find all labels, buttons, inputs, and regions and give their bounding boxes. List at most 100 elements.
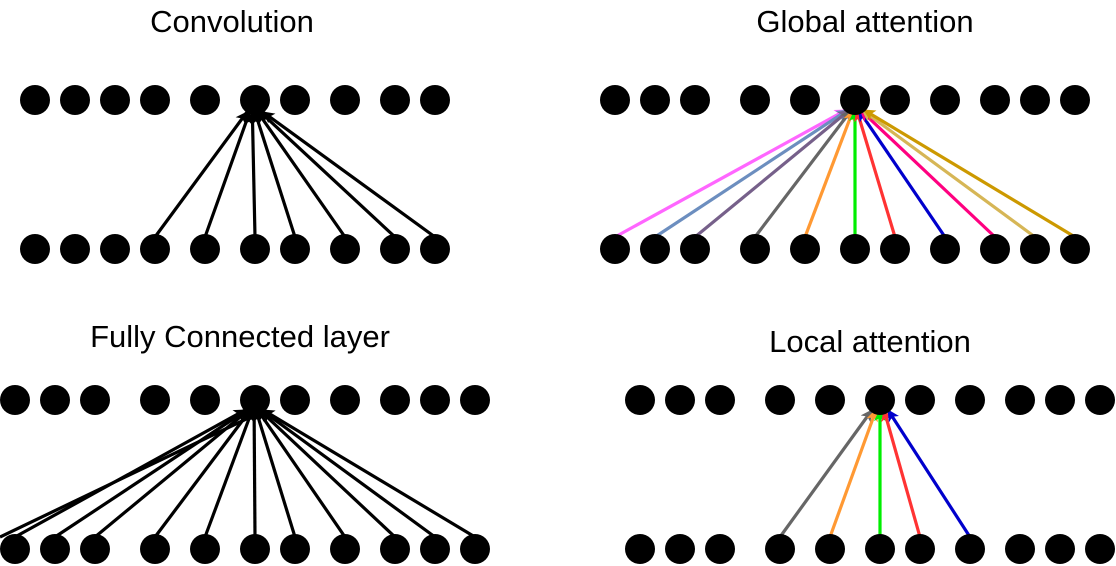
top-row-node bbox=[380, 385, 410, 415]
panel-fully-connected: Fully Connected layer bbox=[0, 319, 490, 564]
bottom-row-node bbox=[705, 534, 735, 564]
connection-arrow bbox=[248, 409, 261, 538]
top-row-node bbox=[790, 85, 820, 115]
top-row-node bbox=[80, 385, 110, 415]
connection-arrow bbox=[253, 409, 297, 538]
top-row-node bbox=[865, 385, 895, 415]
bottom-row-node bbox=[460, 534, 490, 564]
top-row-node bbox=[1085, 385, 1115, 415]
top-row-node bbox=[330, 85, 360, 115]
top-row-node bbox=[190, 85, 220, 115]
top-row-node bbox=[625, 385, 655, 415]
connection-arrow bbox=[259, 110, 397, 239]
top-row-node bbox=[980, 85, 1010, 115]
bottom-row-node bbox=[140, 234, 170, 264]
edge-group bbox=[614, 108, 1076, 239]
connection-arrow bbox=[886, 409, 972, 538]
connection-arrow bbox=[854, 109, 897, 238]
node-group bbox=[625, 385, 1115, 564]
top-row-node bbox=[705, 385, 735, 415]
panel-title-local-attention: Local attention bbox=[769, 324, 971, 359]
bottom-row-node bbox=[955, 534, 985, 564]
top-row-node bbox=[240, 85, 270, 115]
top-row-node bbox=[240, 385, 270, 415]
top-row-node bbox=[420, 385, 450, 415]
connection-arrow bbox=[693, 108, 851, 239]
top-row-node bbox=[930, 85, 960, 115]
top-row-node bbox=[140, 85, 170, 115]
bottom-row-node bbox=[1020, 234, 1050, 264]
connection-arrow bbox=[753, 109, 853, 238]
bottom-row-node bbox=[190, 534, 220, 564]
top-row-node bbox=[765, 385, 795, 415]
top-row-node bbox=[1020, 85, 1050, 115]
connection-arrow bbox=[252, 111, 297, 238]
edge-group bbox=[153, 110, 436, 239]
edge-group bbox=[0, 408, 476, 539]
connection-arrow bbox=[153, 409, 252, 538]
connection-arrow bbox=[256, 111, 347, 238]
top-row-node bbox=[40, 385, 70, 415]
bottom-row-node bbox=[600, 234, 630, 264]
top-row-node bbox=[600, 85, 630, 115]
panel-title-fully-connected: Fully Connected layer bbox=[90, 319, 390, 354]
bottom-row-node bbox=[665, 534, 695, 564]
top-row-node bbox=[140, 385, 170, 415]
bottom-row-node bbox=[80, 534, 110, 564]
bottom-row-node bbox=[1085, 534, 1115, 564]
panel-global-attention: Global attention bbox=[600, 4, 1090, 264]
panel-local-attention: Local attention bbox=[625, 324, 1115, 564]
node-group bbox=[600, 85, 1090, 264]
node-group bbox=[20, 85, 450, 264]
top-row-node bbox=[280, 85, 310, 115]
connection-arrow bbox=[857, 109, 947, 238]
connection-arrow bbox=[262, 110, 436, 239]
panel-convolution: Convolution bbox=[20, 4, 450, 264]
connection-arrow bbox=[54, 408, 248, 539]
top-row-node bbox=[420, 85, 450, 115]
bottom-row-node bbox=[40, 534, 70, 564]
connection-arrow bbox=[654, 108, 849, 239]
bottom-row-node bbox=[790, 234, 820, 264]
top-row-node bbox=[905, 385, 935, 415]
top-row-node bbox=[640, 85, 670, 115]
bottom-row-node bbox=[980, 234, 1010, 264]
connection-arrow bbox=[614, 108, 847, 239]
bottom-row-node bbox=[100, 234, 130, 264]
bottom-row-node bbox=[740, 234, 770, 264]
top-row-node bbox=[100, 85, 130, 115]
bottom-row-node bbox=[840, 234, 870, 264]
bottom-row-node bbox=[640, 234, 670, 264]
top-row-node bbox=[1060, 85, 1090, 115]
bottom-row-node bbox=[280, 534, 310, 564]
bottom-row-node bbox=[380, 534, 410, 564]
top-row-node bbox=[815, 385, 845, 415]
panel-title-global-attention: Global attention bbox=[756, 4, 973, 39]
bottom-row-node bbox=[280, 234, 310, 264]
bottom-row-node bbox=[1060, 234, 1090, 264]
connection-arrow bbox=[153, 111, 249, 238]
connection-arrow bbox=[262, 408, 476, 539]
connection-arrow bbox=[256, 409, 347, 538]
connection-arrow bbox=[861, 108, 1036, 239]
top-row-node bbox=[665, 385, 695, 415]
connection-arrow bbox=[859, 108, 997, 239]
bottom-row-node bbox=[190, 234, 220, 264]
bottom-row-node bbox=[880, 234, 910, 264]
bottom-row-node bbox=[240, 534, 270, 564]
bottom-row-node bbox=[240, 234, 270, 264]
top-row-node bbox=[1045, 385, 1075, 415]
connection-arrow bbox=[803, 109, 855, 238]
top-row-node bbox=[680, 85, 710, 115]
top-row-node bbox=[380, 85, 410, 115]
bottom-row-node bbox=[20, 234, 50, 264]
bottom-row-node bbox=[420, 234, 450, 264]
top-row-node bbox=[955, 385, 985, 415]
connection-arrow bbox=[0, 408, 266, 539]
bottom-row-node bbox=[930, 234, 960, 264]
bottom-row-node bbox=[0, 534, 30, 564]
top-row-node bbox=[0, 385, 30, 415]
connection-arrow bbox=[203, 111, 252, 238]
connection-arrow bbox=[203, 409, 255, 538]
